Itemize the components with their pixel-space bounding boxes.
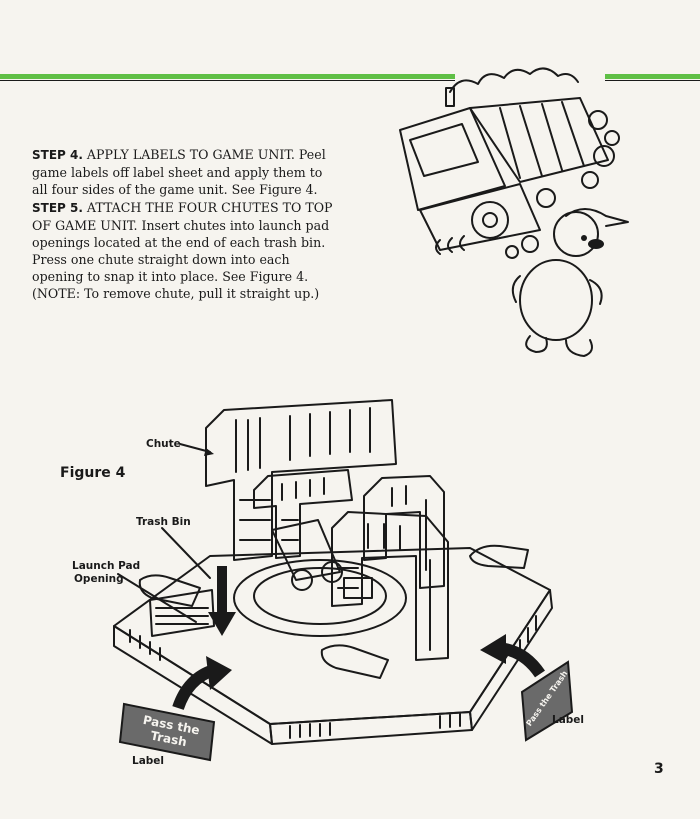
- step-4-label: STEP 4.: [32, 148, 83, 162]
- figure-title: Figure 4: [60, 465, 126, 481]
- page-number: 3: [654, 761, 664, 777]
- garbage-truck-illustration: [399, 67, 609, 255]
- callout-chute: Chute: [146, 438, 181, 450]
- curved-arrow-right: [480, 634, 545, 678]
- chute-back-left: [253, 469, 353, 559]
- insert-arrow: [208, 566, 236, 636]
- label-plate-left: [118, 702, 216, 762]
- step-5-text: ATTACH THE FOUR CHUTES TO TOP OF GAME UN…: [32, 200, 333, 301]
- header-rule-line: [0, 80, 455, 81]
- step-5-paragraph: STEP 5. ATTACH THE FOUR CHUTES TO TOP OF…: [32, 199, 334, 302]
- header-rule-green: [0, 74, 455, 79]
- callout-launch-pad-line1: Launch Pad: [72, 560, 141, 572]
- curved-arrow-left: [172, 656, 232, 711]
- callout-trash-bin: Trash Bin: [136, 516, 191, 528]
- character-illustration: [511, 208, 629, 357]
- chute-front-right: [331, 511, 449, 661]
- header-rule-line-right: [605, 80, 700, 81]
- step-4-paragraph: STEP 4. APPLY LABELS TO GAME UNIT. Peel …: [32, 146, 334, 198]
- callout-label-right: Label: [552, 714, 585, 726]
- step-4-text: APPLY LABELS TO GAME UNIT. Peel game lab…: [32, 147, 326, 197]
- header-rule-green-right: [605, 74, 700, 79]
- callout-leaders: [117, 443, 214, 623]
- callout-label-left: Label: [132, 755, 165, 767]
- bubbles-illustration: [505, 110, 620, 259]
- callout-launch-pad-opening: Launch Pad Opening: [72, 560, 140, 586]
- hand-pads: [138, 544, 529, 679]
- label-plate-right: [520, 660, 574, 742]
- step-5-label: STEP 5.: [32, 201, 83, 215]
- callout-launch-pad-line2: Opening: [74, 573, 124, 585]
- chute-back-right: [363, 475, 445, 589]
